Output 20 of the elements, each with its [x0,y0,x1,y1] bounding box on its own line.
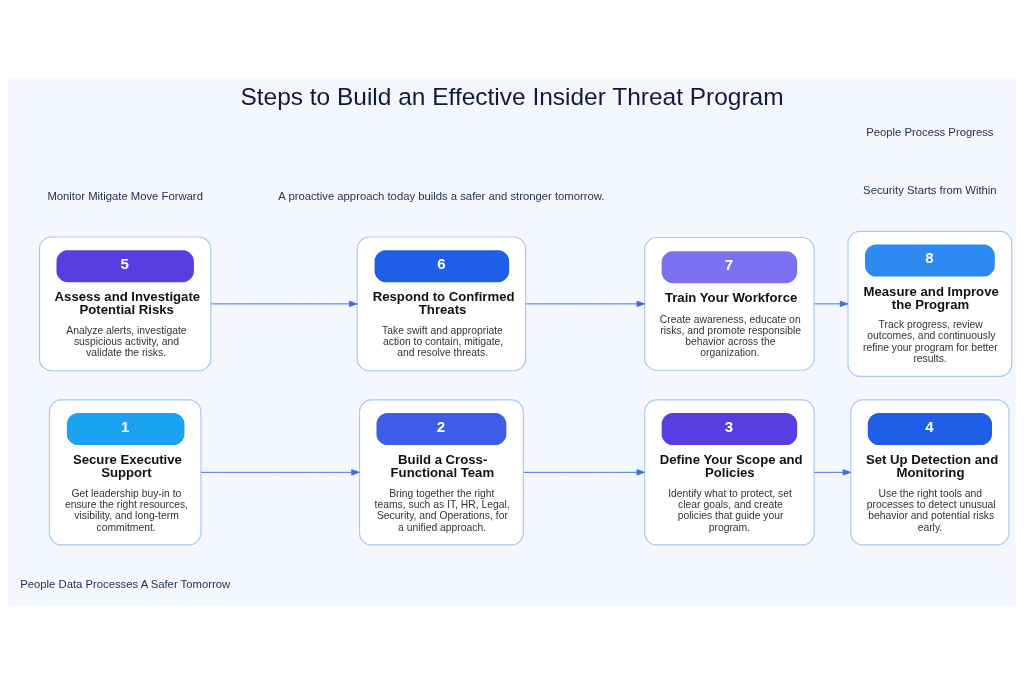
label: Security Starts from Within [863,183,997,196]
label: Monitor Mitigate Move Forward [47,189,203,202]
arrow [813,300,849,307]
label: People Process Progress [866,125,994,138]
node-box: 3 Define Your Scope and Policies Identify what to protect, set clear goals, and create policies that guide your program. [644,398,815,545]
arrow [525,300,646,307]
arrow [523,468,646,475]
diagram-title: Steps to Build an Effective Insider Threat Program [240,82,784,110]
label: People Data Processes A Safer Tomorrow [20,577,231,590]
arrow [210,300,358,307]
node-box: 5 Assess and Investigate Potential Risks Analyze alerts, investigate suspicious activity, and validate the risks. [38,236,212,371]
arrow [200,468,360,475]
arrow [813,468,852,475]
node-box: 6 Respond to Confirmed Threats Take swift and appropriate action to contain, mitigate, and resolve threats. [356,236,527,371]
node-box: 2 Build a Cross-Functional Team Bring together the right teams, such as IT, HR, Legal, Security, and Operations, for a unified approach. [358,398,524,545]
node-box: 4 Set Up Detection and Monitoring Use the right tools and processes to detect unusual behavior and potential risks early. [850,398,1010,545]
node-box: 8 Measure and Improve the Program Track progress, review outcomes, and continuously refine your program for better results. [847,230,1013,377]
node-box: 1 Secure Executive Support Get leadership buy-in to ensure the right resources, visibility, and long-term commitment. [48,398,202,545]
node-box: 7 Train Your Workforce Create awareness, educate on risks, and promote responsible behavior across the organization. [644,236,815,371]
label: A proactive approach today builds a safer and stronger tomorrow. [278,189,605,202]
